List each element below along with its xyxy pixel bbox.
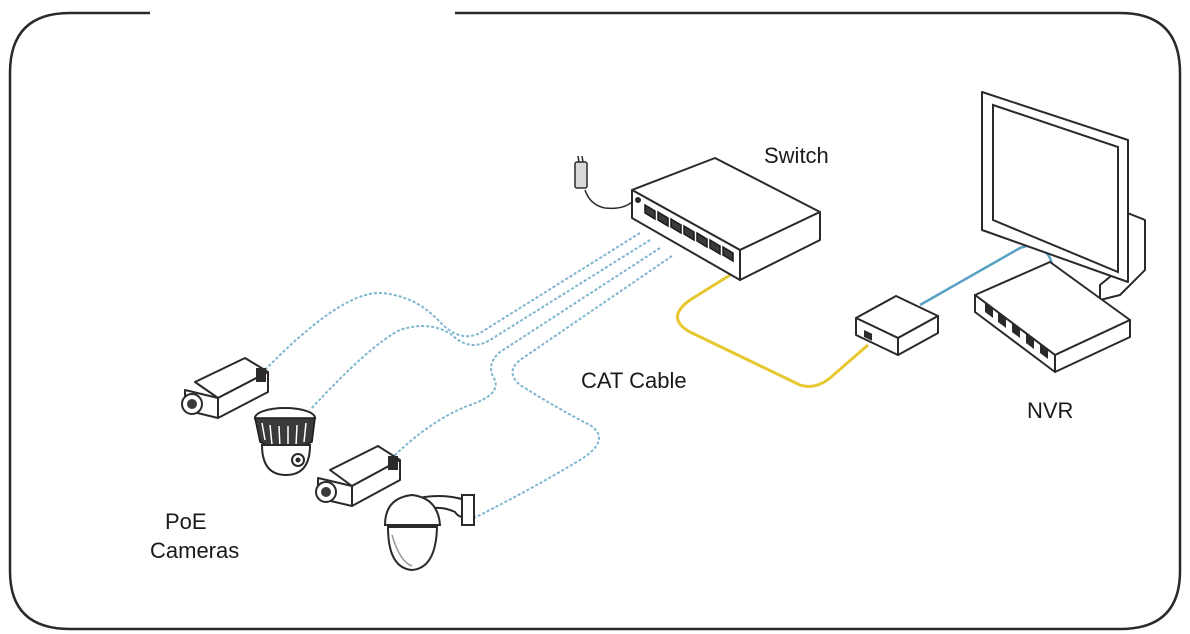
nvr-side	[1054, 319, 1131, 373]
power-plug-pin	[577, 155, 580, 163]
poe-cable-3	[389, 247, 661, 461]
camera-4-dome	[386, 526, 439, 572]
network-switch-icon	[574, 155, 821, 281]
camera-1-connector	[256, 368, 266, 382]
power-adapter	[574, 161, 588, 189]
switch-power-led	[635, 197, 641, 203]
camera-2-ribs	[261, 422, 307, 449]
camera-4-housing	[383, 493, 442, 526]
camera-4-dome-shade	[391, 534, 413, 567]
poe-cameras-label-line1: PoE	[165, 509, 207, 534]
camera-2-lens-inner	[295, 457, 301, 463]
monitor-screen	[992, 103, 1119, 274]
nvr-drive-bay	[1040, 343, 1048, 360]
diagram-frame	[8, 11, 1182, 631]
cat-cable-label: CAT Cable	[581, 368, 687, 393]
box-camera-icon	[181, 357, 269, 419]
nvr-drive-bay	[1026, 333, 1034, 350]
switch-label: Switch	[764, 143, 829, 168]
uplink-cable	[676, 270, 869, 388]
injector-port	[864, 330, 872, 341]
switch-port	[657, 210, 669, 228]
box-camera-icon	[315, 445, 401, 507]
switch-port	[722, 245, 734, 263]
poe-cable-1	[259, 232, 641, 376]
camera-3-lens-inner	[321, 487, 331, 497]
camera-1-lens-inner	[187, 399, 197, 409]
power-adapter-cable	[584, 189, 635, 210]
nvr-drive-bay	[998, 311, 1006, 329]
dome-camera-icon	[254, 407, 316, 477]
nvr-label: NVR	[1027, 398, 1074, 423]
poe-cables	[259, 232, 673, 519]
camera-2-dome	[260, 444, 312, 477]
nvr-drive-bay	[1012, 321, 1020, 339]
switch-port	[696, 231, 708, 249]
switch-port	[709, 238, 721, 256]
switch-port	[670, 217, 682, 235]
nvr-front-panel	[985, 301, 1048, 360]
nvr-recorder-icon	[974, 261, 1131, 373]
monitor-icon	[981, 91, 1146, 301]
poe-injector-icon	[855, 295, 939, 356]
power-plug-pin	[581, 155, 584, 163]
ptz-dome-camera-icon	[383, 493, 475, 572]
camera-4-wall-plate	[461, 494, 475, 526]
switch-ports	[635, 197, 734, 263]
switch-port	[683, 224, 695, 242]
camera-3-connector	[388, 456, 398, 470]
poe-cameras-label-line2: Cameras	[150, 538, 240, 563]
nvr-drive-bay	[985, 301, 993, 319]
injector-side	[897, 315, 939, 356]
poe-cable-2	[309, 239, 651, 411]
switch-port	[644, 203, 656, 221]
